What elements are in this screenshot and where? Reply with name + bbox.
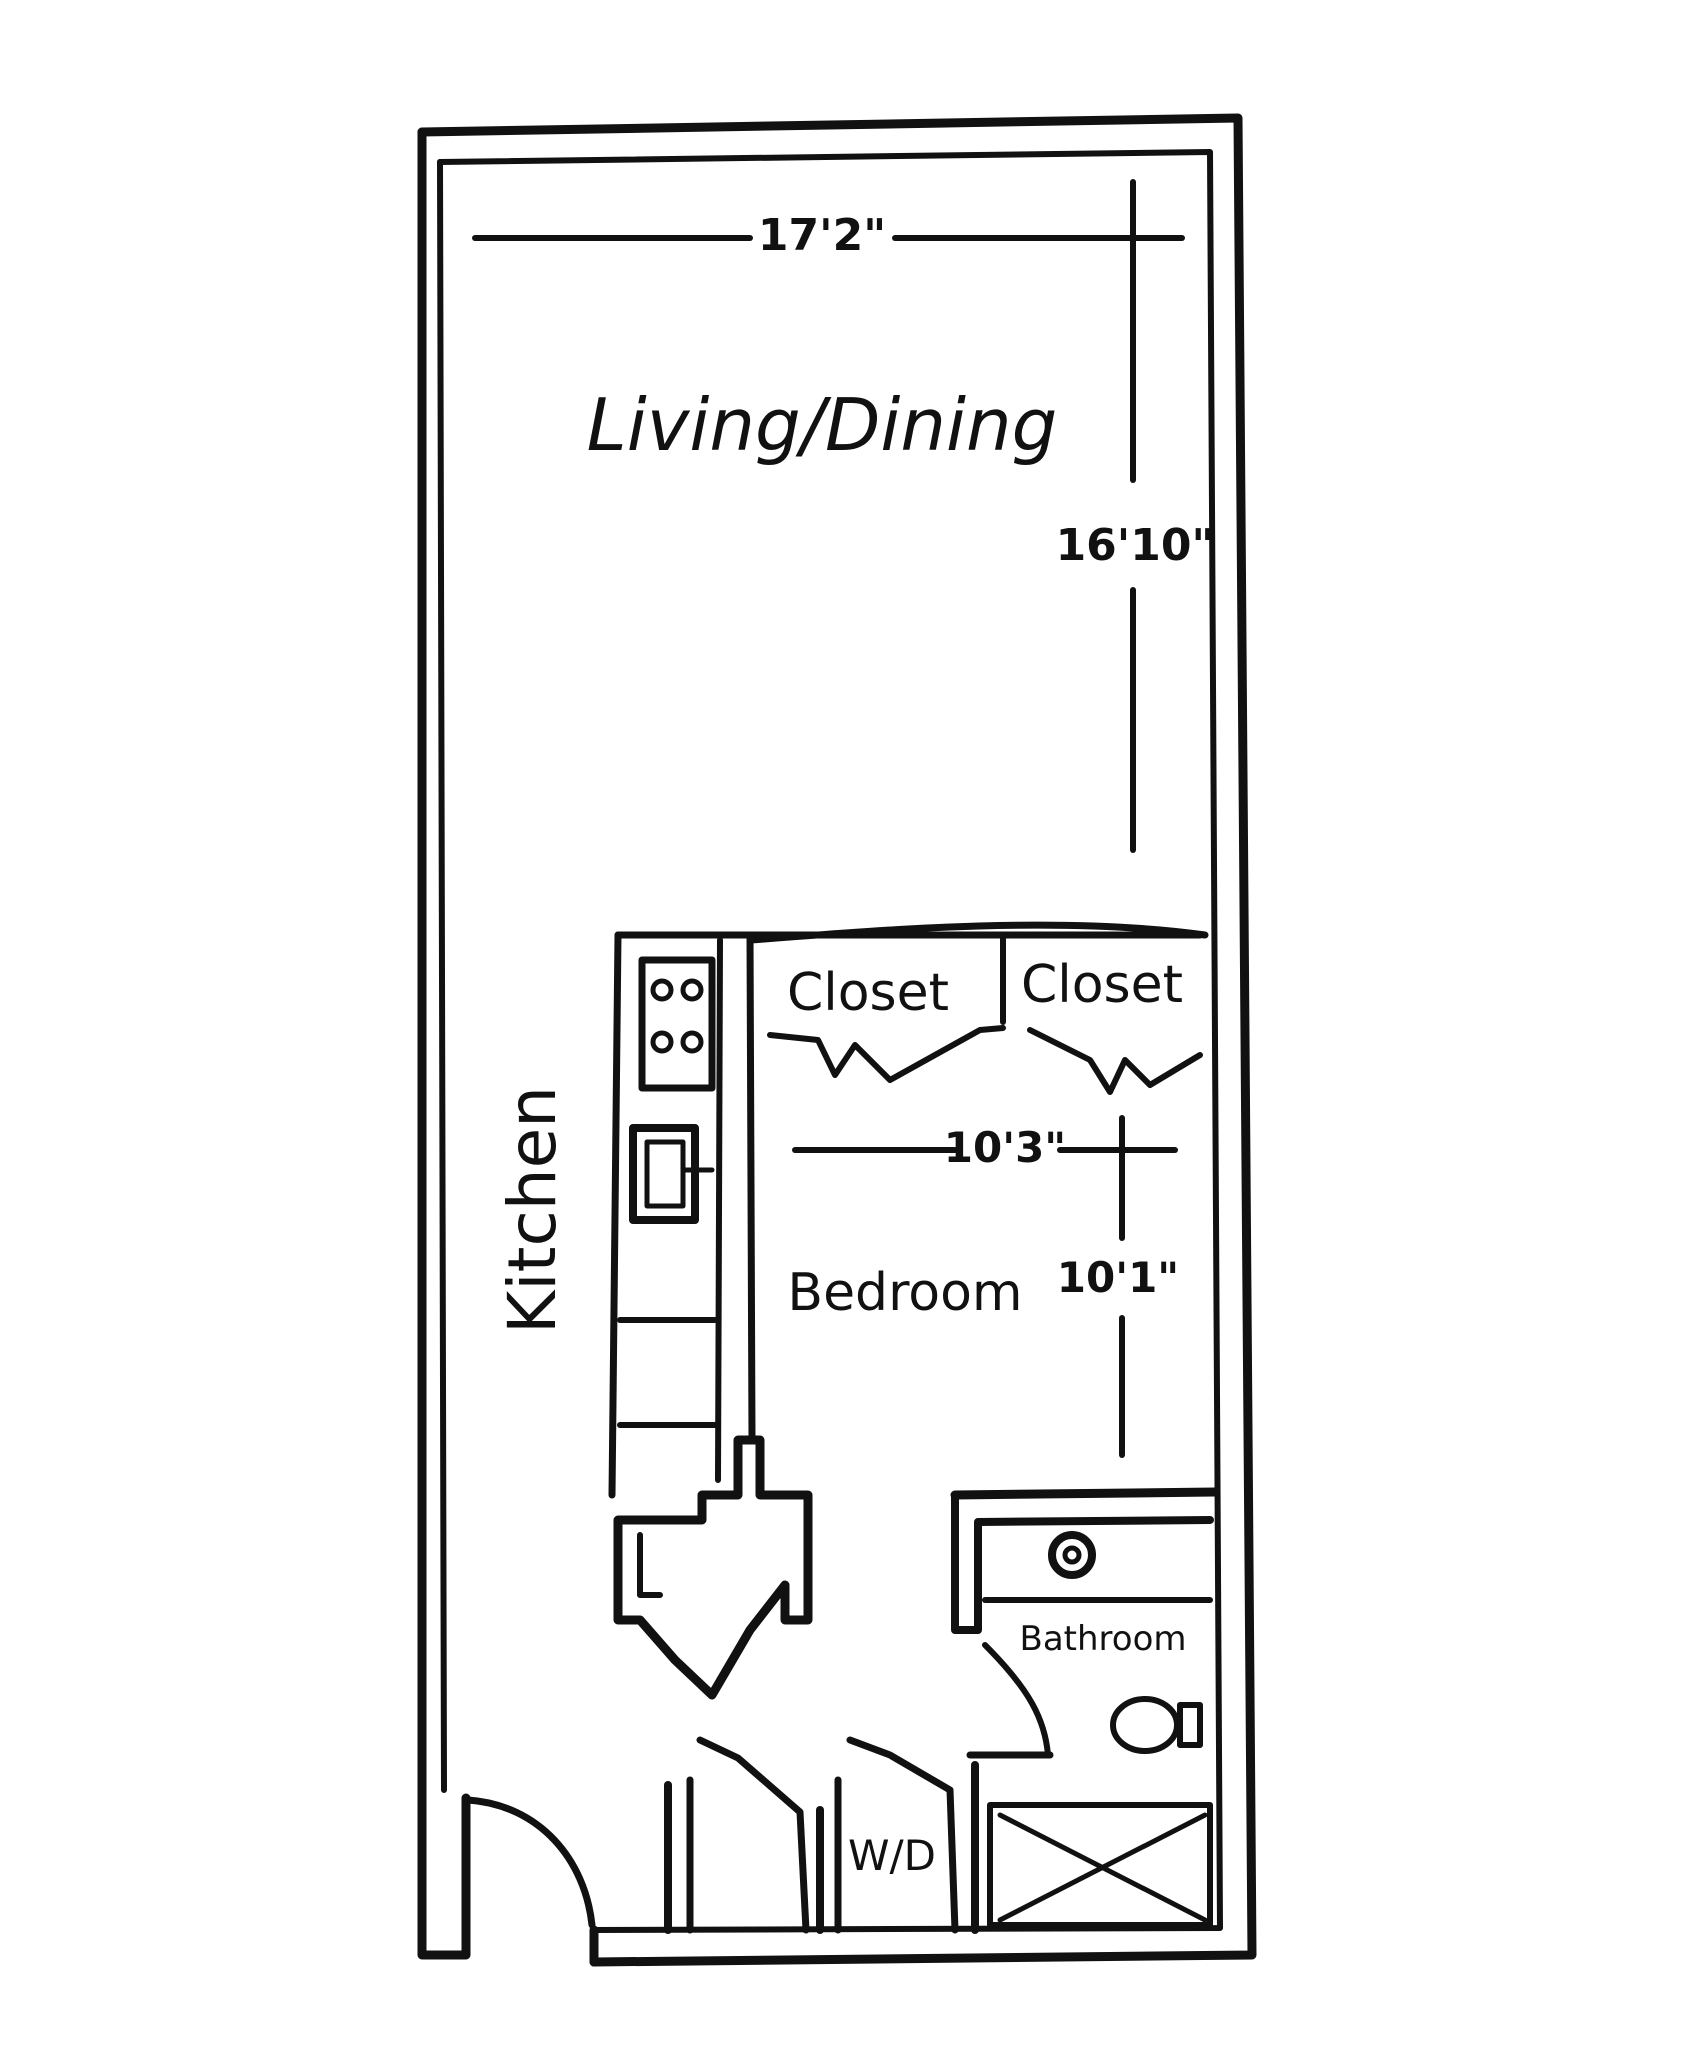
room-labels: Living/Dining Kitchen Closet Closet Bedr… bbox=[494, 383, 1187, 1880]
dim-living-depth: 16'10" bbox=[1056, 520, 1215, 571]
entry-door bbox=[464, 1796, 596, 1929]
label-bathroom: Bathroom bbox=[1020, 1619, 1187, 1659]
washer-dryer bbox=[664, 1736, 959, 1934]
dim-bedroom-width: 10'3" bbox=[944, 1123, 1066, 1172]
dim-living-width: 17'2" bbox=[758, 210, 886, 261]
stove bbox=[638, 956, 716, 1092]
kitchen-counter bbox=[608, 931, 1204, 1499]
dim-bedroom-depth: 10'1" bbox=[1057, 1253, 1179, 1302]
living-dimensions bbox=[472, 179, 1185, 853]
dimension-labels: 17'2" 16'10" 10'3" 10'1" bbox=[758, 210, 1215, 1302]
label-washer-dryer: W/D bbox=[848, 1831, 936, 1880]
closets bbox=[748, 921, 1209, 1095]
shower bbox=[971, 1761, 1213, 1934]
label-kitchen: Kitchen bbox=[494, 1086, 571, 1334]
sink bbox=[629, 1124, 715, 1224]
outer-walls bbox=[417, 113, 1257, 1967]
label-closet-left: Closet bbox=[787, 963, 949, 1023]
label-living-dining: Living/Dining bbox=[587, 383, 1058, 467]
bedroom-dimensions bbox=[792, 1115, 1178, 1458]
label-bedroom: Bedroom bbox=[787, 1263, 1022, 1323]
bedroom-door bbox=[613, 1435, 813, 1700]
toilet bbox=[1110, 1696, 1203, 1754]
label-closet-right: Closet bbox=[1021, 955, 1183, 1015]
bathroom-sink bbox=[1048, 1531, 1096, 1579]
bathroom bbox=[950, 1487, 1220, 1759]
